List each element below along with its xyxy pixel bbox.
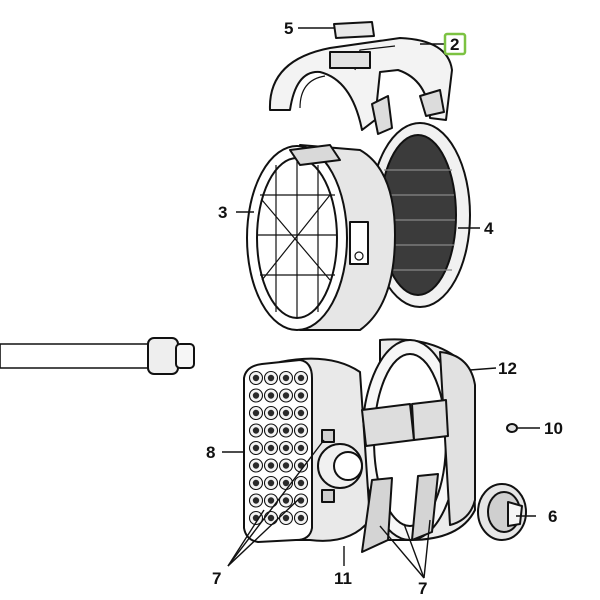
part-4-filter-element bbox=[369, 122, 471, 308]
vent-hole-center bbox=[267, 392, 275, 399]
vent-hole-center bbox=[282, 479, 290, 487]
part-10-fitting bbox=[506, 423, 518, 433]
callout-10: 10 bbox=[544, 419, 563, 438]
vent-hole-center bbox=[282, 374, 290, 382]
callout-2-highlight bbox=[443, 32, 467, 56]
vent-hole-center bbox=[252, 479, 260, 487]
vent-hole-center bbox=[252, 444, 260, 452]
leader-lines bbox=[222, 27, 540, 579]
vent-hole-center bbox=[282, 409, 290, 417]
vent-hole-center bbox=[297, 427, 305, 434]
vent-hole-center bbox=[282, 497, 290, 504]
vent-hole-center bbox=[267, 479, 275, 487]
vent-hole-center bbox=[252, 427, 260, 434]
hole-grid bbox=[248, 370, 309, 526]
vent-hole-center bbox=[267, 497, 275, 504]
part-2-top-cover bbox=[268, 37, 453, 135]
vent-hole-center bbox=[267, 374, 275, 382]
callout-labels: 5 2 3 4 12 10 8 6 7 11 7 bbox=[206, 19, 563, 598]
callout-4: 4 bbox=[484, 219, 494, 238]
part-3-filter-housing bbox=[246, 144, 396, 331]
vent-hole-center bbox=[267, 427, 275, 434]
callout-6: 6 bbox=[548, 507, 557, 526]
callout-7-right: 7 bbox=[418, 579, 427, 598]
hose bbox=[0, 337, 195, 375]
vent-hole-center bbox=[267, 444, 275, 452]
vent-hole-center bbox=[267, 514, 275, 522]
callout-5: 5 bbox=[284, 19, 293, 38]
vent-hole-center bbox=[282, 444, 290, 452]
vent-hole-center bbox=[297, 392, 305, 399]
vent-hole-center bbox=[297, 374, 305, 382]
vent-hole-center bbox=[297, 444, 305, 452]
callout-7-left: 7 bbox=[212, 569, 221, 588]
vent-hole-center bbox=[297, 409, 305, 417]
vent-hole-center bbox=[252, 497, 260, 504]
vent-hole-center bbox=[297, 479, 305, 487]
vent-hole-center bbox=[282, 392, 290, 399]
vent-hole-center bbox=[282, 427, 290, 434]
vent-hole-center bbox=[252, 409, 260, 417]
vent-hole-center bbox=[252, 374, 260, 382]
callout-2: 2 bbox=[450, 35, 459, 54]
vent-hole-center bbox=[282, 514, 290, 522]
part-7-clips bbox=[321, 399, 449, 553]
part-6-ring bbox=[477, 483, 527, 541]
part-8-front-cover bbox=[243, 357, 371, 543]
vent-hole-center bbox=[282, 462, 290, 469]
vent-hole-center bbox=[252, 462, 260, 469]
callout-11: 11 bbox=[334, 569, 352, 588]
callout-3: 3 bbox=[218, 203, 227, 222]
vent-hole-center bbox=[267, 462, 275, 469]
vent-hole-center bbox=[297, 514, 305, 522]
vent-hole-center bbox=[252, 392, 260, 399]
grid-face bbox=[258, 160, 337, 318]
callout-12: 12 bbox=[498, 359, 517, 378]
part-5-pad bbox=[333, 21, 375, 39]
vent-hole-center bbox=[267, 409, 275, 417]
callout-8: 8 bbox=[206, 443, 215, 462]
